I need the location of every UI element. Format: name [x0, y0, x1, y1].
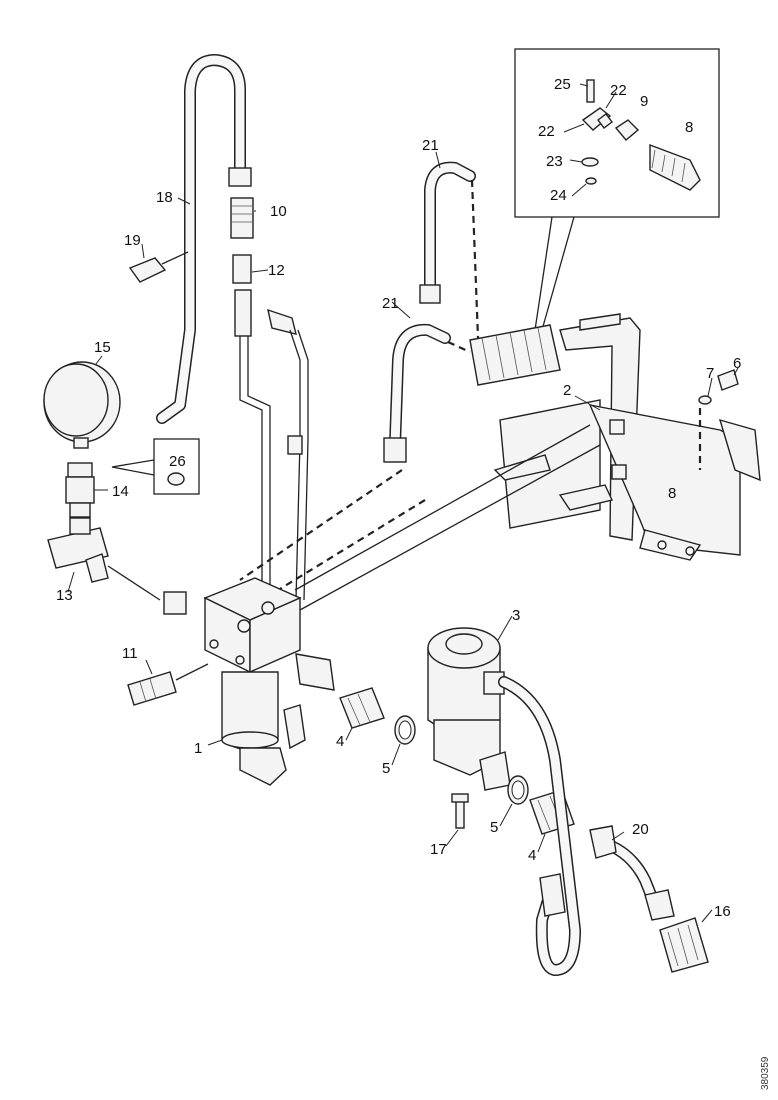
callout-10: 10: [270, 203, 287, 220]
seal-5-left: [394, 715, 416, 745]
callout-6: 6: [733, 355, 741, 372]
sensor-11: [127, 671, 177, 706]
seal-26-inset: [111, 438, 200, 495]
callout-25: 25: [554, 76, 571, 93]
fitting-10: [228, 167, 254, 239]
callout-15: 15: [94, 339, 111, 356]
tee-13: [47, 517, 109, 583]
document-id: 380359: [760, 1056, 771, 1090]
callout-1: 1: [194, 740, 202, 757]
screw-17: [451, 793, 469, 829]
valve-1: [163, 577, 335, 786]
callout-9: 9: [640, 93, 648, 110]
callout-26: 26: [169, 453, 186, 470]
cable-valve-3: [498, 676, 581, 976]
hose-18: [156, 54, 246, 424]
callout-12: 12: [268, 262, 285, 279]
callout-23: 23: [546, 153, 563, 170]
callout-2: 2: [563, 382, 571, 399]
seal-5-right: [507, 775, 529, 805]
bracket-2: [493, 313, 761, 561]
adapter-14: [65, 462, 95, 518]
callout-16: 16: [714, 903, 731, 920]
callout-21b: 21: [382, 295, 399, 312]
callout-7: 7: [706, 365, 714, 382]
callout-8a: 8: [685, 119, 693, 136]
leader-lines: [67, 83, 739, 923]
detail-inset: [514, 48, 720, 331]
hose-21-upper: [419, 161, 480, 339]
callout-5b: 5: [490, 819, 498, 836]
callout-5a: 5: [382, 760, 390, 777]
callout-24: 24: [550, 187, 567, 204]
callout-21a: 21: [422, 137, 439, 154]
callout-22a: 22: [610, 82, 627, 99]
fitting-4-left: [339, 687, 385, 729]
screw-6: [698, 369, 739, 405]
callout-4a: 4: [336, 733, 344, 750]
callout-11: 11: [122, 645, 138, 662]
hose-21-lower: [383, 323, 471, 463]
gauge-15: [43, 361, 121, 449]
callout-17: 17: [430, 841, 447, 858]
callout-13: 13: [56, 587, 73, 604]
valve-3: [427, 627, 511, 791]
callout-19: 19: [124, 232, 141, 249]
callouts: 1 2 3 4 4 5 5 6 7 8 8 9 10 11 12 13 14 1…: [56, 76, 741, 920]
callout-4b: 4: [528, 847, 536, 864]
fitting-cluster: [469, 324, 561, 386]
callout-20: 20: [632, 821, 649, 838]
callout-18: 18: [156, 189, 173, 206]
callout-22b: 22: [538, 123, 555, 140]
callout-8b: 8: [668, 485, 676, 502]
callout-3: 3: [512, 607, 520, 624]
callout-14: 14: [112, 483, 129, 500]
clip-19: [128, 251, 189, 283]
connector-16: [659, 917, 709, 973]
cable-20: [589, 825, 675, 921]
fitting-12: [232, 254, 297, 337]
